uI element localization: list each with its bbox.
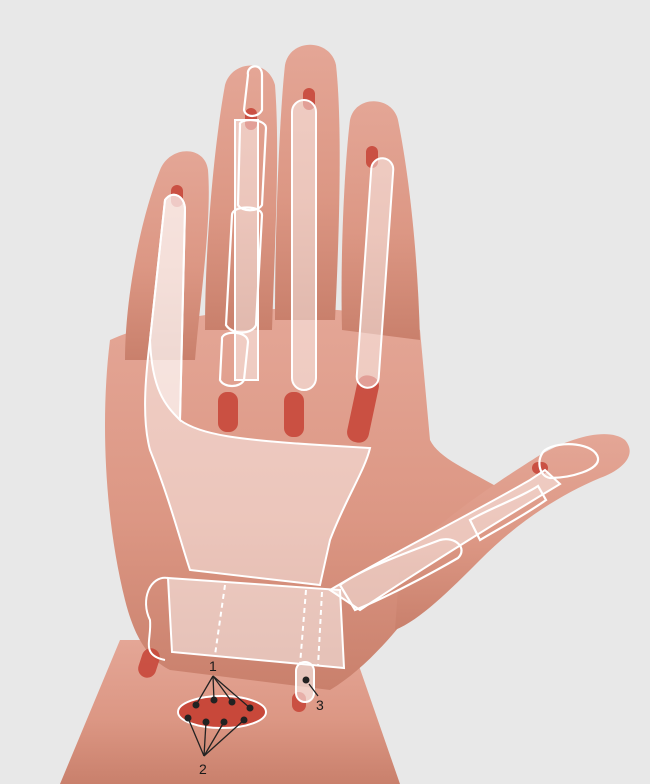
ring-finger-tendon-base — [218, 392, 238, 432]
retinaculum-band — [168, 578, 344, 668]
label-1: 1 — [209, 658, 217, 674]
label-3: 3 — [316, 697, 324, 713]
middle-finger-tendon-base — [284, 392, 304, 437]
label-2: 2 — [199, 761, 207, 777]
radial-tendon-point — [303, 677, 310, 684]
middle-finger-sheath — [292, 100, 316, 390]
